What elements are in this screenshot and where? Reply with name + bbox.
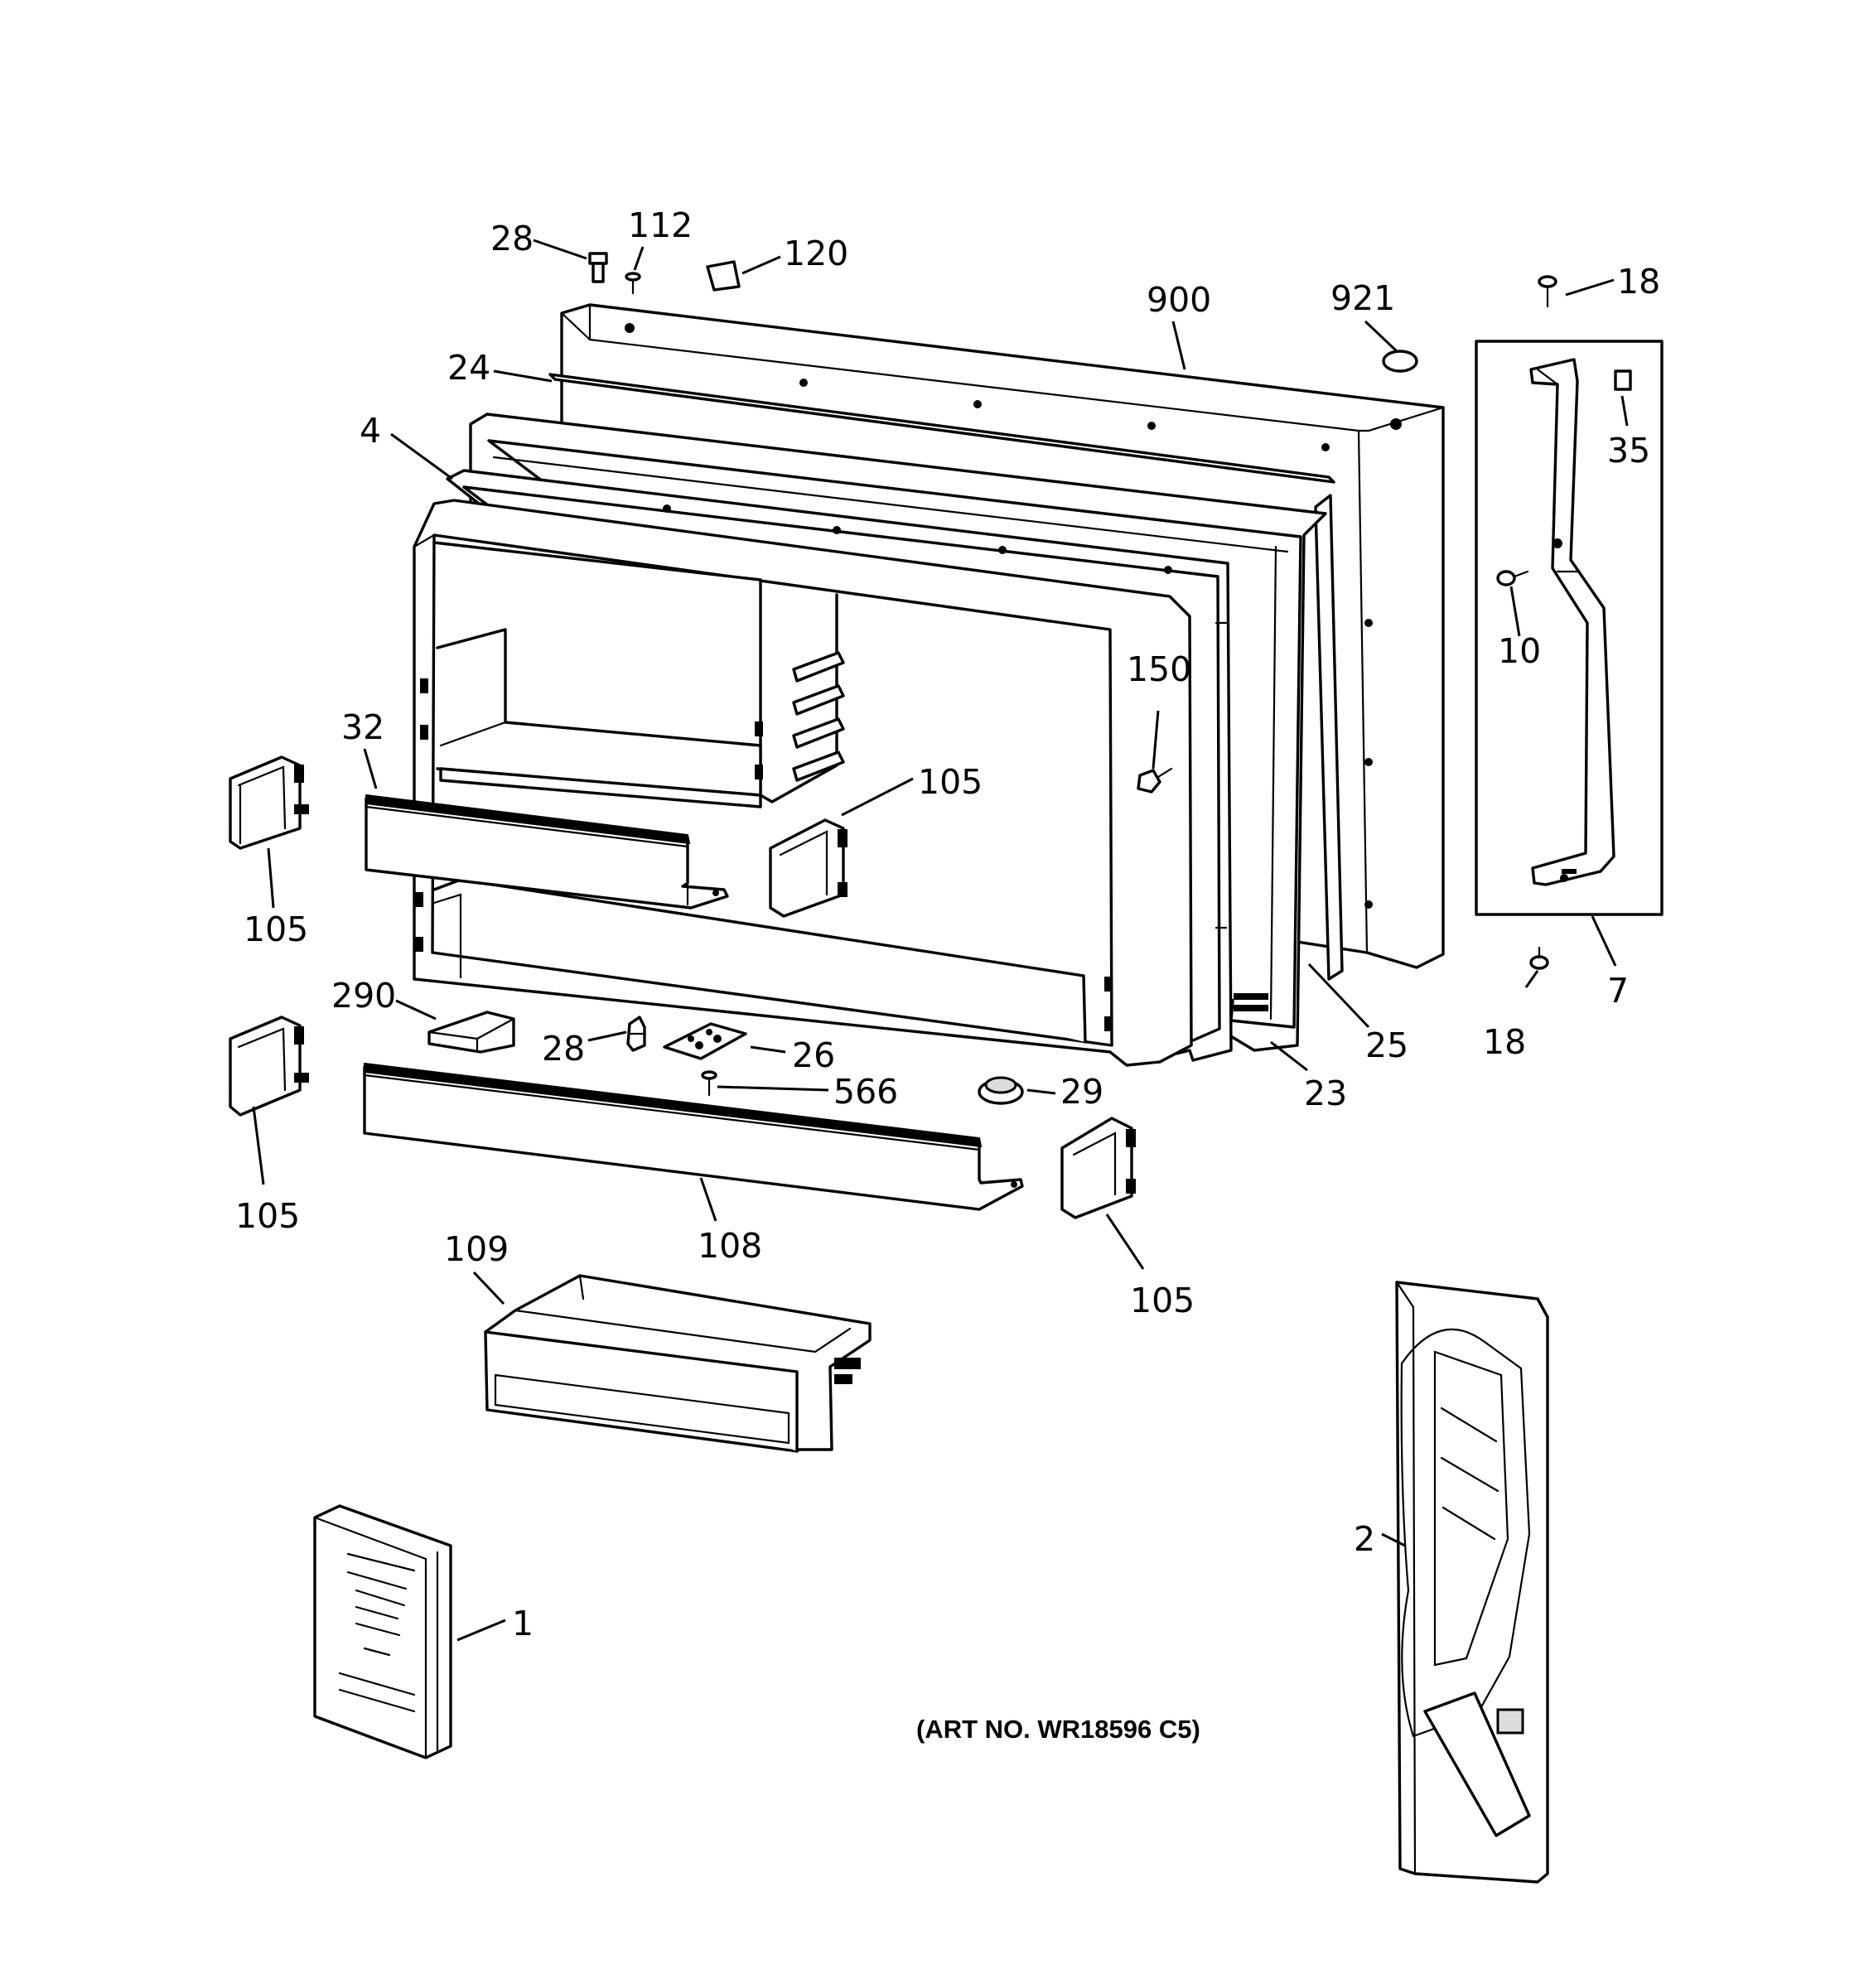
callout-28-top: 28: [490, 219, 534, 258]
callout-18-bottom: 18: [1483, 1022, 1526, 1062]
handle-cap-35: [1614, 369, 1632, 391]
screw-18-top: [1538, 275, 1557, 308]
plug-921: [1382, 350, 1418, 373]
callout-26: 26: [792, 1035, 835, 1075]
callout-290: 290: [331, 976, 396, 1016]
door-bin: [484, 1274, 872, 1453]
inner-liner-box: [413, 499, 1193, 1067]
door-handle-assembly: [1475, 340, 1664, 916]
callout-25: 25: [1365, 1025, 1408, 1065]
callout-921: 921: [1330, 278, 1395, 318]
leader-lines: [252, 239, 1629, 1642]
callout-2: 2: [1354, 1519, 1375, 1559]
callout-35: 35: [1607, 431, 1650, 470]
callout-numbers: 28 112 120 900 921 18 24 4 35 10 150 32 …: [235, 205, 1660, 1643]
shelf-end-cap-upper-left: [229, 755, 309, 850]
callout-18-top: 18: [1617, 262, 1660, 302]
lower-shelf-bar: [363, 1062, 1024, 1211]
callout-28-lower: 28: [542, 1029, 585, 1069]
packaged-part: [1395, 1281, 1549, 1884]
art-number: (ART NO. WR18596 C5): [916, 1715, 1200, 1744]
callout-112: 112: [628, 205, 693, 245]
screw-112: [625, 272, 641, 295]
callout-900: 900: [1147, 280, 1211, 320]
callout-29: 29: [1060, 1072, 1103, 1112]
callout-105-upper-center: 105: [918, 762, 983, 802]
callout-105-lower-left: 105: [235, 1196, 300, 1236]
callout-7: 7: [1607, 971, 1629, 1011]
small-block-290: [427, 1011, 515, 1054]
callout-120: 120: [784, 234, 848, 273]
upper-shelf-bar: [365, 794, 729, 910]
pin-28-lower: [626, 1016, 646, 1052]
shelf-end-cap-lower-left: [229, 1016, 309, 1117]
callout-105-lower-right: 105: [1130, 1281, 1195, 1320]
screw-10: [1496, 570, 1529, 586]
callout-150: 150: [1127, 649, 1191, 689]
callout-566: 566: [833, 1072, 898, 1112]
callout-24: 24: [447, 348, 490, 388]
callout-23: 23: [1304, 1074, 1347, 1113]
callout-105-upper-left: 105: [244, 910, 308, 949]
top-gasket-strip: [548, 373, 1335, 484]
callout-108: 108: [698, 1226, 762, 1266]
shelf-end-cap-upper-center: [769, 818, 847, 918]
screw-18-bottom: [1529, 946, 1549, 970]
callout-32: 32: [341, 707, 384, 747]
grommet-29: [978, 1076, 1024, 1105]
screw-566: [701, 1070, 717, 1097]
callout-4: 4: [360, 411, 381, 451]
pin-28-top: [588, 252, 608, 283]
callout-10: 10: [1498, 631, 1541, 671]
side-gasket-strip: [1314, 494, 1344, 981]
owners-manual: [313, 1504, 452, 1759]
plate-26: [663, 1022, 747, 1060]
screw-150: [1137, 767, 1173, 794]
callout-109: 109: [444, 1229, 509, 1269]
shelf-end-cap-lower-right: [1060, 1117, 1136, 1219]
callout-1: 1: [512, 1604, 534, 1643]
plug-120: [706, 260, 741, 292]
